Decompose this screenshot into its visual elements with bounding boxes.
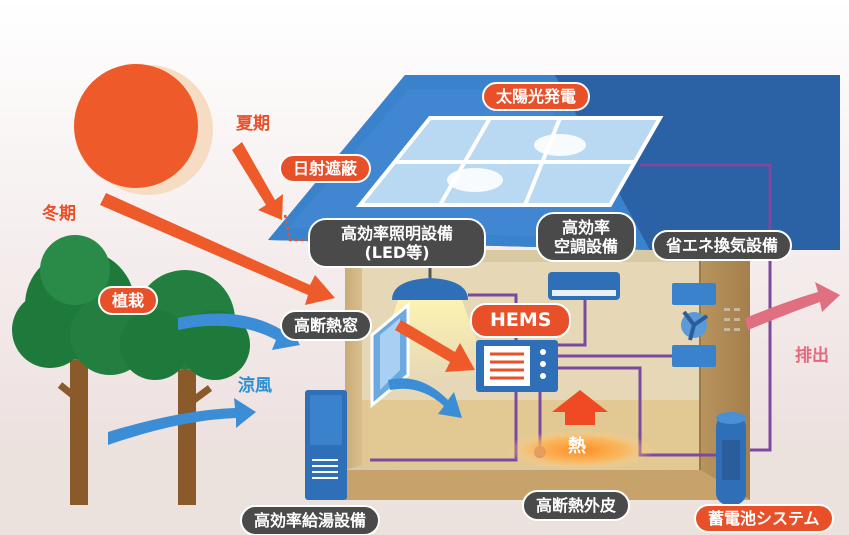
tree-icon-2 [120,270,250,505]
label-heat: 熱 [568,436,586,457]
label-planting: 植栽 [98,286,159,316]
battery-icon [716,412,746,505]
label-ventilation: 省エネ換気設備 [652,230,793,262]
wiring-lines [370,163,772,462]
label-sun-shading: 日射遮蔽 [279,154,372,184]
water-heater-icon [305,390,347,500]
label-lighting: 高効率照明設備 (LED等) [308,218,486,269]
air-conditioner-icon [548,272,620,300]
sun-icon [74,64,213,195]
hems-panel-icon [476,340,558,392]
ventilation-fan-icon [672,283,740,367]
heat-glow [505,430,655,470]
label-battery: 蓄電池システム [694,504,834,534]
label-lighting-line1: 高効率照明設備 [340,224,453,243]
label-winter: 冬期 [42,204,76,224]
label-aircon-line2: 空調設備 [553,237,618,257]
label-aircon-line1: 高効率 [561,218,610,237]
label-aircon: 高効率 空調設備 [536,212,636,263]
label-insulated-window: 高断熱窓 [280,310,373,342]
winter-sun-arrow-icon [100,193,335,305]
label-lighting-line2: (LED等) [364,243,430,263]
heat-up-arrow-icon [552,390,608,425]
label-insulated-envelope: 高断熱外皮 [522,490,631,522]
label-cool-breeze: 涼風 [238,376,272,396]
label-water-heater: 高効率給湯設備 [240,505,381,535]
summer-sun-arrow-icon [232,142,283,220]
cool-breeze-arrow-icon [108,313,462,445]
label-hems: HEMS [470,303,572,338]
label-summer: 夏期 [236,114,270,134]
exhaust-arrow-icon [745,282,840,330]
label-solar-power: 太陽光発電 [482,82,591,112]
label-exhaust: 排出 [795,346,829,366]
indoor-sun-arrow-icon [395,320,475,372]
solar-panel-icon [355,116,664,207]
